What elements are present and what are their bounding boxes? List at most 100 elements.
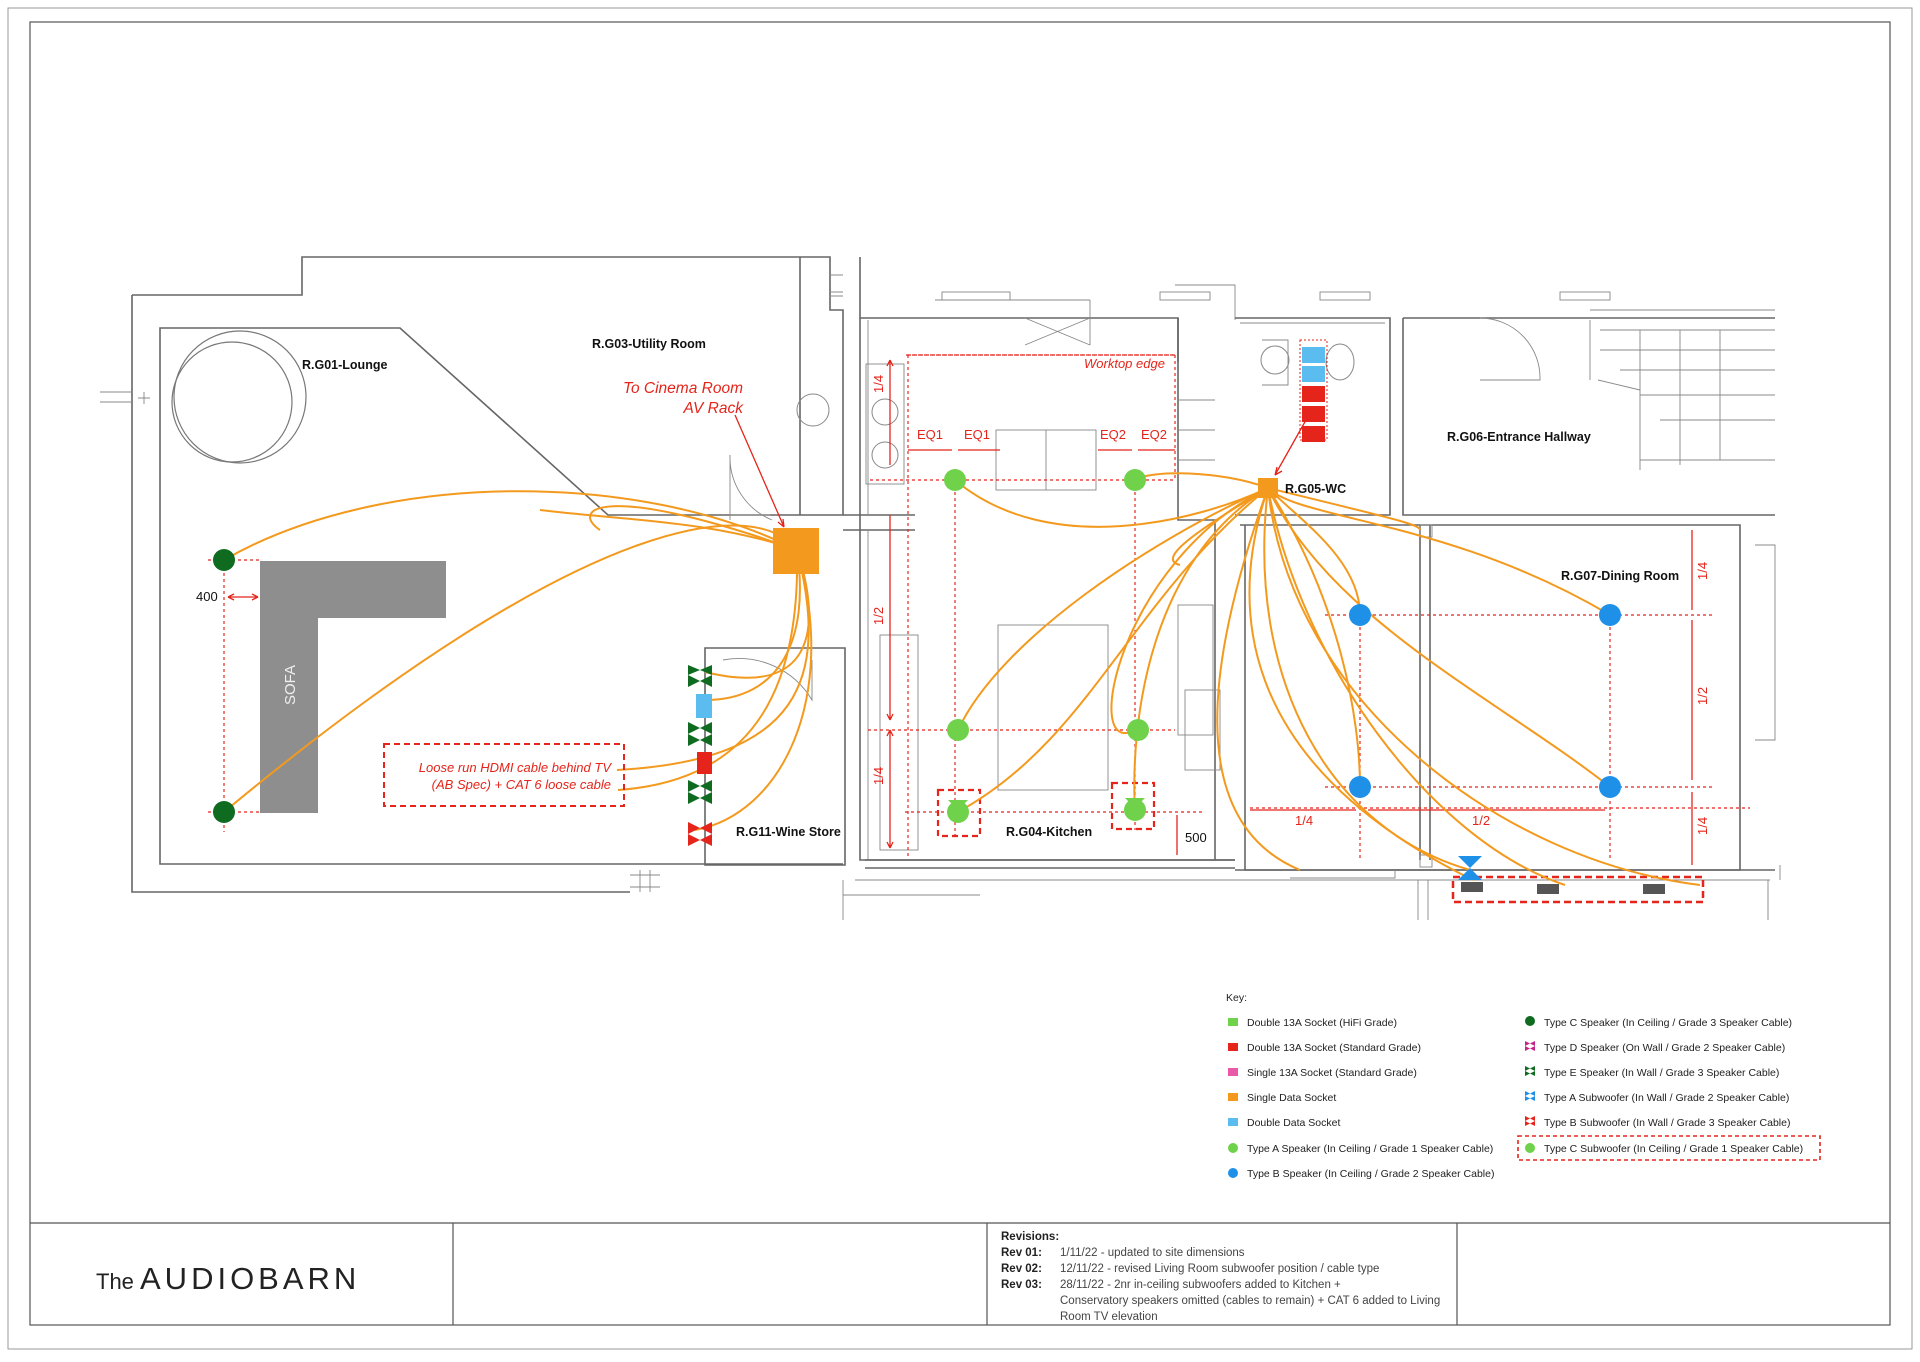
dim-dining-quarter-top: 1/4 <box>1695 562 1710 580</box>
swatch-type-b <box>1228 1168 1238 1178</box>
type-b-speaker <box>1349 604 1371 626</box>
dim-eq1-a: EQ1 <box>917 427 943 442</box>
av-rack-data-socket <box>773 528 819 574</box>
rev-01-label: Rev 01: <box>1001 1247 1042 1259</box>
legend-label: Single Data Socket <box>1247 1092 1336 1104</box>
dim-dining-half-h: 1/2 <box>1472 813 1490 828</box>
swatch-type-a <box>1228 1143 1238 1153</box>
hdmi-note-line1: Loose run HDMI cable behind TV <box>419 760 613 775</box>
sofa-label: SOFA <box>282 665 299 705</box>
worktop-edge-label: Worktop edge <box>1084 356 1165 371</box>
kitchen-sub-box-right <box>1110 781 1156 831</box>
legend-item-c-sub-highlight <box>1517 1135 1821 1161</box>
building-walls <box>100 256 1781 920</box>
rev-03-text: Conservatory speakers omitted (cables to… <box>1060 1295 1440 1307</box>
swatch-single-socket <box>1228 1068 1238 1076</box>
room-label-hallway: R.G06-Entrance Hallway <box>1447 430 1591 444</box>
dim-dining-half-v: 1/2 <box>1695 687 1710 705</box>
outer-border <box>7 7 1913 1350</box>
round-table <box>173 330 307 464</box>
room-label-wc: R.G05-WC <box>1285 482 1346 496</box>
legend-label: Type A Speaker (In Ceiling / Grade 1 Spe… <box>1247 1143 1493 1155</box>
type-b-speaker <box>1599 776 1621 798</box>
room-label-dining: R.G07-Dining Room <box>1561 569 1679 583</box>
legend-label: Type C Subwoofer (In Ceiling / Grade 1 S… <box>1544 1143 1803 1155</box>
type-c-subwoofer <box>947 800 969 823</box>
dim-eq2-a: EQ2 <box>1100 427 1126 442</box>
dim-kitchen-quarter-top: 1/4 <box>871 375 886 393</box>
rev-03-text: 28/11/22 - 2nr in-ceiling subwoofers add… <box>1060 1279 1341 1291</box>
legend-label: Type A Subwoofer (In Wall / Grade 2 Spea… <box>1544 1092 1789 1104</box>
dim-500: 500 <box>1185 830 1207 845</box>
type-b-speaker <box>1599 604 1621 626</box>
wc-basin <box>1260 345 1290 375</box>
rev-03-label: Rev 03: <box>1001 1279 1042 1291</box>
legend-label: Double Data Socket <box>1247 1117 1340 1129</box>
brand-name: AUDIOBARN <box>140 1261 360 1296</box>
legend-label: Double 13A Socket (HiFi Grade) <box>1247 1017 1397 1029</box>
kitchen-sub-box-left <box>936 788 982 838</box>
dim-kitchen-half: 1/2 <box>871 607 886 625</box>
speaker-cables <box>223 472 1701 886</box>
hdmi-note-box <box>383 743 625 807</box>
cinema-note-line1: To Cinema Room <box>623 380 743 397</box>
type-a-speaker <box>944 469 966 491</box>
hdmi-note-line2: (AB Spec) + CAT 6 loose cable <box>432 777 611 792</box>
legend-label: Type B Speaker (In Ceiling / Grade 2 Spe… <box>1247 1168 1494 1180</box>
type-a-speaker <box>947 719 969 741</box>
lounge-wall-devices <box>688 665 712 846</box>
room-label-kitchen: R.G04-Kitchen <box>1006 825 1092 839</box>
rev-03-text: Room TV elevation <box>1060 1311 1158 1323</box>
legend-title: Key: <box>1226 992 1247 1004</box>
type-c-subwoofer <box>1124 798 1146 821</box>
callout-arrows <box>734 414 1307 528</box>
title-block: The AUDIOBARN Revisions: Rev 01: 1/11/22… <box>30 1222 1890 1325</box>
room-label-lounge: R.G01-Lounge <box>302 358 387 372</box>
wc-socket-stack <box>1299 339 1328 442</box>
swatch-hifi-socket <box>1228 1018 1238 1026</box>
type-c-speaker <box>213 801 235 823</box>
room-label-utility: R.G03-Utility Room <box>592 337 706 351</box>
legend-label: Type D Speaker (On Wall / Grade 2 Speake… <box>1544 1042 1785 1054</box>
swatch-std-socket <box>1228 1043 1238 1051</box>
swatch-sub-c <box>1525 1143 1535 1153</box>
dim-eq1-b: EQ1 <box>964 427 990 442</box>
drawing-frame <box>29 21 1891 1326</box>
legend-label: Type B Subwoofer (In Wall / Grade 3 Spea… <box>1544 1117 1790 1129</box>
brand-prefix: The <box>96 1269 134 1294</box>
sofa: SOFA <box>260 561 446 813</box>
dim-400: 400 <box>196 589 218 604</box>
dim-dining-quarter-h: 1/4 <box>1295 813 1313 828</box>
type-c-speaker <box>213 549 235 571</box>
swatch-type-e <box>1525 1066 1535 1076</box>
rev-01-text: 1/11/22 - updated to site dimensions <box>1060 1247 1245 1259</box>
dining-wall-devices <box>1458 856 1665 894</box>
dining-sub-box <box>1451 875 1705 904</box>
swatch-data-socket <box>1228 1093 1238 1101</box>
dim-eq2-b: EQ2 <box>1141 427 1167 442</box>
legend-label: Type E Speaker (In Wall / Grade 3 Speake… <box>1544 1067 1779 1079</box>
type-a-speaker <box>1124 469 1146 491</box>
rev-02-label: Rev 02: <box>1001 1263 1042 1275</box>
swatch-sub-b <box>1525 1116 1535 1126</box>
dim-dining-quarter-bottom: 1/4 <box>1695 817 1710 835</box>
legend-label: Type C Speaker (In Ceiling / Grade 3 Spe… <box>1544 1017 1792 1029</box>
legend-label: Double 13A Socket (Standard Grade) <box>1247 1042 1421 1054</box>
type-b-speaker <box>1349 776 1371 798</box>
cinema-note-line2: AV Rack <box>683 400 745 417</box>
swatch-type-d <box>1525 1041 1535 1051</box>
dimension-arrows <box>227 359 1693 865</box>
type-a-speaker <box>1127 719 1149 741</box>
swatch-double-data <box>1228 1118 1238 1126</box>
room-label-wine: R.G11-Wine Store <box>736 825 841 839</box>
wc-data-socket <box>1258 478 1278 498</box>
swatch-sub-a <box>1525 1091 1535 1101</box>
legend: Key: Double 13A Socket (HiFi Grade) Doub… <box>1226 992 1821 1180</box>
dim-kitchen-quarter-bottom: 1/4 <box>871 767 886 785</box>
legend-label: Single 13A Socket (Standard Grade) <box>1247 1067 1417 1079</box>
revisions-title: Revisions: <box>1001 1231 1059 1243</box>
rev-02-text: 12/11/22 - revised Living Room subwoofer… <box>1060 1263 1379 1275</box>
swatch-type-c <box>1525 1016 1535 1026</box>
